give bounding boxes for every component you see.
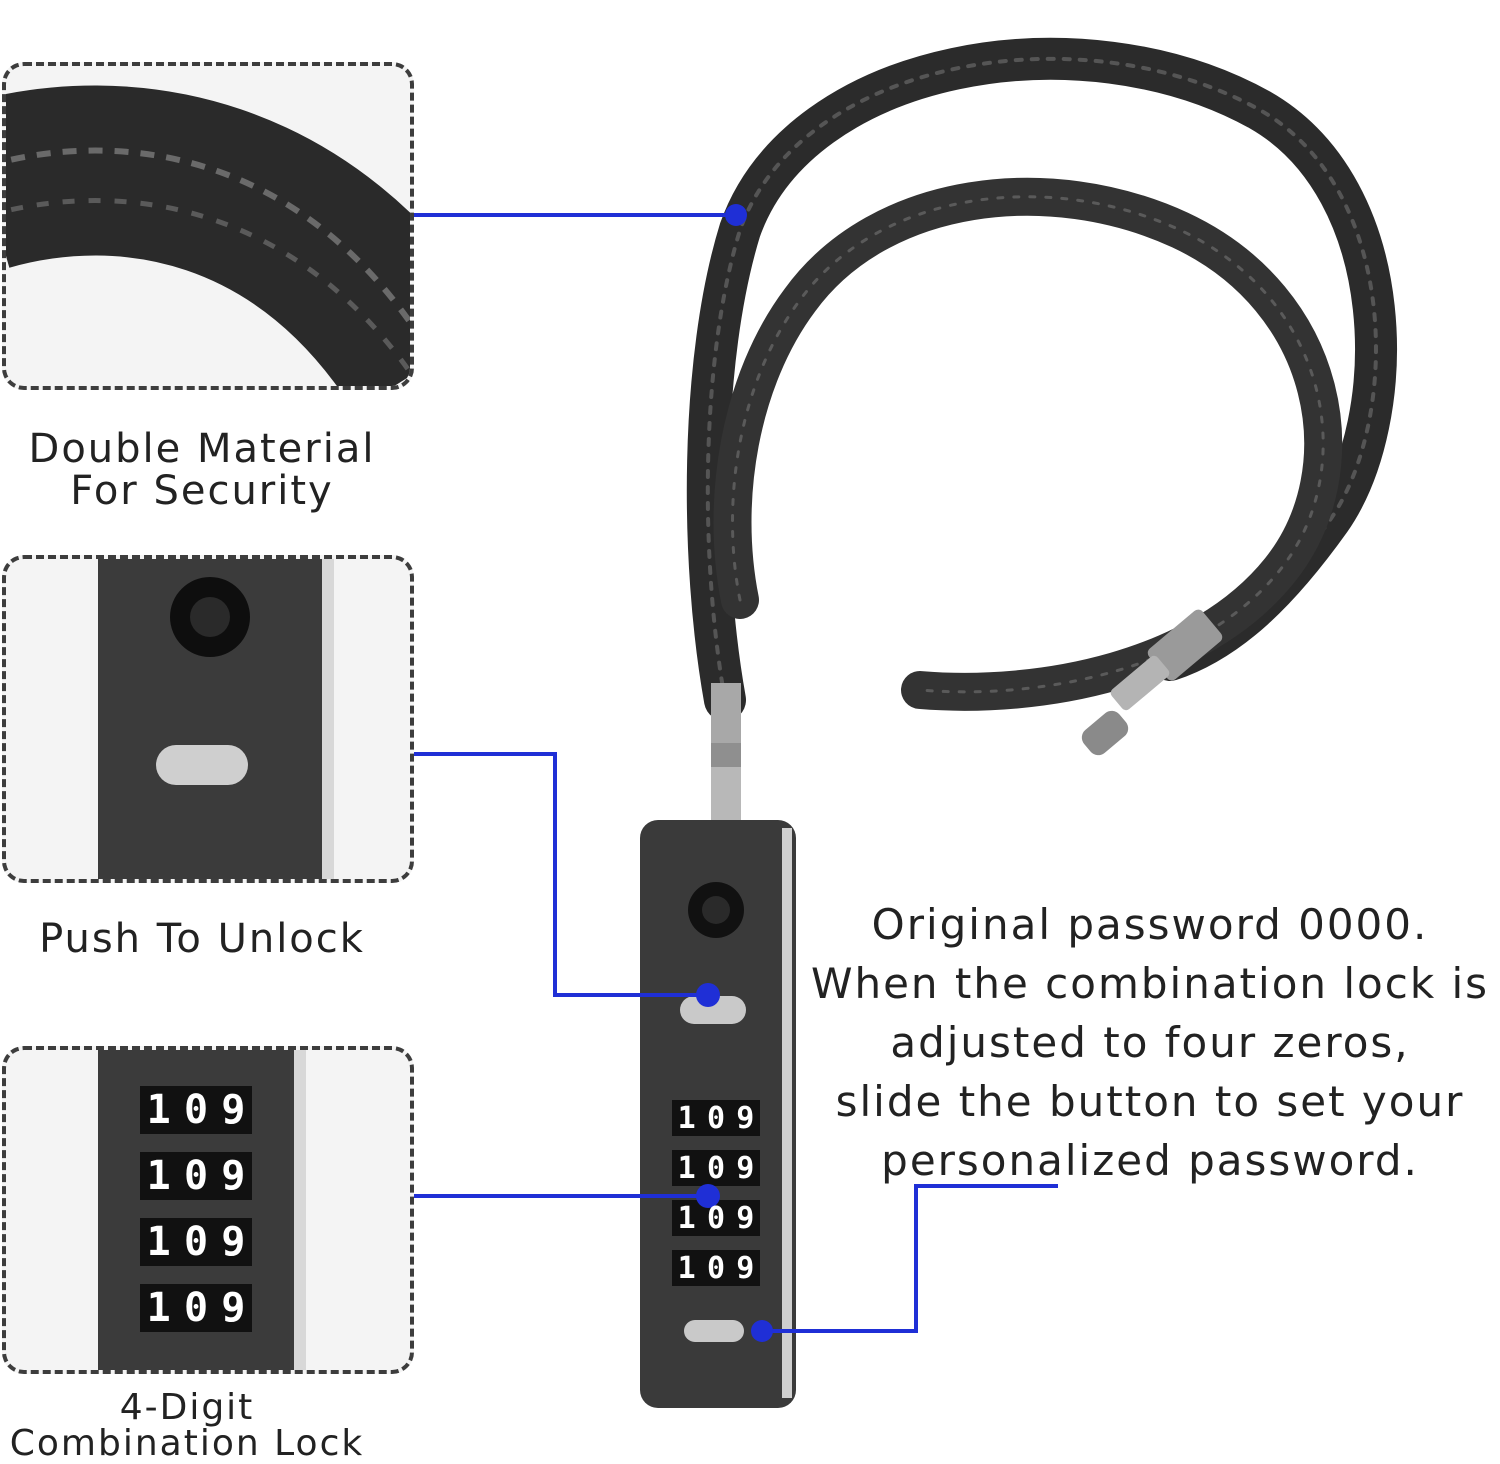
- lock-neck: [711, 683, 741, 822]
- dial-digit: 9: [736, 1200, 755, 1236]
- note-line: adjusted to four zeros,: [890, 1018, 1410, 1067]
- callout-dot-cable: [725, 204, 747, 226]
- note-line: personalized password.: [881, 1136, 1419, 1185]
- dial-digit: 1: [146, 1153, 171, 1199]
- dial-digit: 9: [221, 1087, 246, 1133]
- callout-line-slider: [762, 1184, 1058, 1333]
- note-line: slide the button to set your: [835, 1077, 1465, 1126]
- callout-dot-push: [696, 983, 720, 1007]
- dial-digit: 1: [146, 1219, 171, 1265]
- dial-digit: 1: [146, 1285, 171, 1331]
- dials-caption: 4-Digit Combination Lock: [2, 1390, 372, 1462]
- callout-dot-dials: [696, 1184, 720, 1208]
- cable-loop: [686, 37, 1397, 721]
- dial-digit: 0: [706, 1100, 726, 1136]
- push-caption: Push To Unlock: [2, 918, 402, 960]
- password-note: Original password 0000. When the combina…: [800, 895, 1500, 1190]
- callout-dots: [696, 204, 773, 1342]
- dial-digit: 0: [706, 1250, 726, 1286]
- dial-digit: 9: [736, 1150, 755, 1186]
- dial-digit: 0: [183, 1285, 209, 1331]
- dial-digit: 1: [677, 1250, 696, 1286]
- caption-line: Double Material: [28, 426, 376, 472]
- dial-digit: 0: [183, 1087, 209, 1133]
- dial-digit: 9: [221, 1219, 246, 1265]
- dial-digit: 1: [677, 1150, 696, 1186]
- note-line: When the combination lock is: [810, 959, 1490, 1008]
- dial-digit: 1: [146, 1087, 171, 1133]
- caption-line: 4-Digit: [119, 1387, 255, 1428]
- dial-digit: 9: [736, 1250, 755, 1286]
- dial-digit: 9: [221, 1285, 246, 1331]
- dial-digit: 0: [706, 1150, 726, 1186]
- cable-caption: Double Material For Security: [2, 428, 402, 512]
- dial-digit: 0: [706, 1200, 726, 1236]
- caption-line: Combination Lock: [9, 1423, 365, 1464]
- dial-digit: 9: [736, 1100, 755, 1136]
- cable-closeup-panel: [2, 62, 414, 390]
- cable-end-plug: [1081, 609, 1223, 756]
- caption-line: For Security: [70, 468, 334, 514]
- dial-digit: 0: [183, 1153, 209, 1199]
- push-button-image: [98, 559, 334, 879]
- dials-closeup-image: [98, 1050, 306, 1370]
- callout-line-push: [412, 752, 708, 997]
- dial-digit: 0: [183, 1219, 209, 1265]
- dial-digit: 9: [221, 1153, 246, 1199]
- caption-line: Push To Unlock: [39, 916, 365, 962]
- callout-dot-slider: [751, 1320, 773, 1342]
- dial-digit: 1: [677, 1100, 696, 1136]
- note-line: Original password 0000.: [871, 900, 1429, 949]
- lock-dials: [672, 1100, 760, 1286]
- push-button-panel: [2, 555, 414, 883]
- cable-closeup-image: [6, 85, 410, 386]
- dial-digit: 1: [677, 1200, 696, 1236]
- callout-lines: [412, 213, 1058, 1333]
